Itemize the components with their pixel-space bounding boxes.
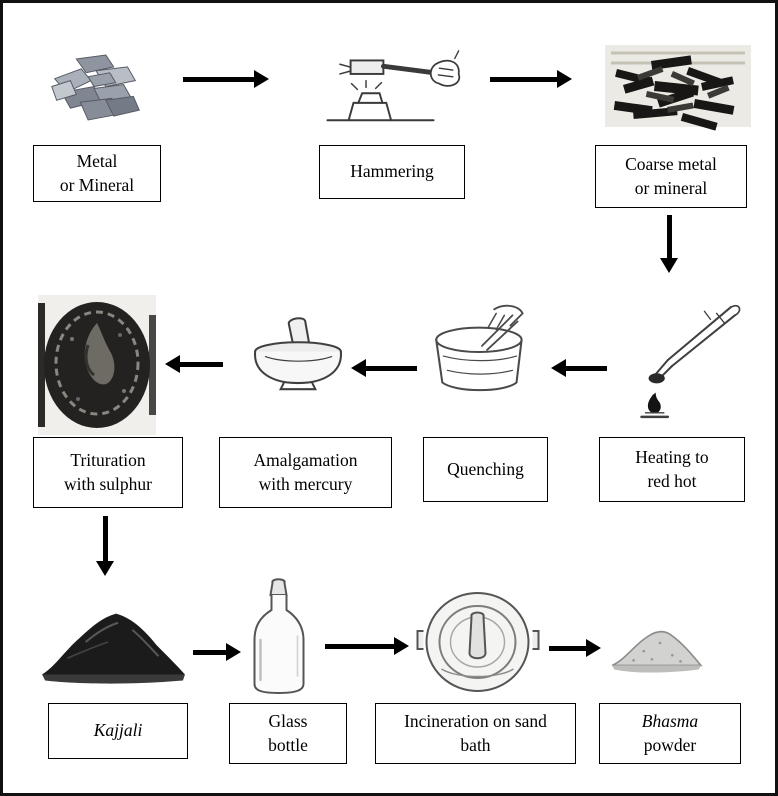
label-kajjali: Kajjali xyxy=(48,703,188,759)
arrow-shaft xyxy=(490,76,557,82)
label-line: Amalgamation xyxy=(253,450,358,471)
label-hammering: Hammering xyxy=(319,145,465,199)
quenching-pot-image xyxy=(423,301,545,403)
arrow-coarse-to-heating xyxy=(659,215,679,273)
label-coarse-metal: Coarse metal or mineral xyxy=(595,145,747,208)
label-line: Incineration on sand xyxy=(404,711,547,732)
arrow-head xyxy=(254,70,269,88)
arrow-head xyxy=(557,70,572,88)
label-line: Quenching xyxy=(447,458,524,479)
label-amalgamation: Amalgamation with mercury xyxy=(219,437,392,508)
arrow-quenching-to-amalgamation xyxy=(351,359,417,377)
arrow-head xyxy=(551,359,566,377)
mortar-pestle-image xyxy=(247,315,349,393)
label-line: powder xyxy=(643,734,697,755)
arrow-shaft xyxy=(183,76,254,82)
kajjali-icon xyxy=(42,613,185,684)
arrow-head xyxy=(226,643,241,661)
label-line: Glass xyxy=(268,711,308,732)
label-line: bottle xyxy=(268,734,308,755)
label-line: bath xyxy=(460,734,491,755)
label-line: Coarse metal xyxy=(625,154,717,175)
arrow-amalgamation-to-trituration xyxy=(165,355,223,373)
label-line: Hammering xyxy=(350,161,434,182)
arrow-trituration-to-kajjali xyxy=(95,516,115,576)
label-line: red hot xyxy=(647,470,697,491)
label-quenching: Quenching xyxy=(423,437,548,502)
arrow-shaft xyxy=(325,643,394,649)
label-glass-bottle: Glass bottle xyxy=(229,703,347,764)
hammering-image xyxy=(321,45,467,127)
label-line: or mineral xyxy=(634,177,708,198)
mortar-pestle-icon xyxy=(254,317,342,391)
bhasma-powder-icon xyxy=(611,630,703,673)
label-metal-or-mineral: Metal or Mineral xyxy=(33,145,161,202)
kajjali-heap-image xyxy=(37,595,189,685)
arrow-head xyxy=(394,637,409,655)
bhasma-powder-image xyxy=(605,614,707,674)
glass-bottle-image xyxy=(246,576,312,698)
arrow-shaft xyxy=(102,516,108,561)
coarse-metal-image xyxy=(603,41,753,131)
arrow-head xyxy=(351,359,366,377)
arrow-hammering-to-coarse xyxy=(490,70,572,88)
label-line: Metal xyxy=(76,151,118,172)
arrow-head xyxy=(586,639,601,657)
arrow-head xyxy=(96,561,114,576)
arrow-shaft xyxy=(180,361,223,367)
trituration-mortar-image xyxy=(37,295,157,435)
heating-tongs-flame-image xyxy=(611,293,743,425)
arrow-shaft xyxy=(193,649,226,655)
arrow-shaft xyxy=(566,365,607,371)
arrow-bottle-to-incineration xyxy=(325,637,409,655)
arrow-metal-to-hammering xyxy=(183,70,269,88)
arrow-heating-to-quenching xyxy=(551,359,607,377)
coarse-metal-icon xyxy=(605,45,751,131)
label-line: or Mineral xyxy=(59,174,135,195)
label-line: Kajjali xyxy=(93,720,143,741)
heating-icon xyxy=(640,304,741,419)
label-line: Trituration xyxy=(70,450,146,471)
label-line: with sulphur xyxy=(64,473,152,494)
trituration-icon xyxy=(38,295,156,435)
metal-chunks-icon xyxy=(51,54,140,121)
quenching-icon xyxy=(435,304,524,392)
label-incineration: Incineration on sand bath xyxy=(375,703,576,764)
label-line: Bhasma xyxy=(641,711,699,732)
arrow-head xyxy=(660,258,678,273)
label-bhasma-powder: Bhasma powder xyxy=(599,703,741,764)
arrow-shaft xyxy=(366,365,417,371)
arrow-kajjali-to-bottle xyxy=(193,643,241,661)
metal-chunks-image xyxy=(37,41,155,135)
arrow-shaft xyxy=(666,215,672,258)
sand-bath-lid-image xyxy=(415,583,541,701)
label-heating-red-hot: Heating to red hot xyxy=(599,437,745,502)
sand-bath-icon xyxy=(416,592,540,692)
glass-bottle-icon xyxy=(253,578,305,695)
arrow-shaft xyxy=(549,645,586,651)
label-trituration: Trituration with sulphur xyxy=(33,437,183,508)
label-line: Heating to xyxy=(635,447,709,468)
arrow-incineration-to-bhasma xyxy=(549,639,601,657)
hammering-icon xyxy=(326,50,461,122)
label-line: with mercury xyxy=(258,473,353,494)
arrow-head xyxy=(165,355,180,373)
